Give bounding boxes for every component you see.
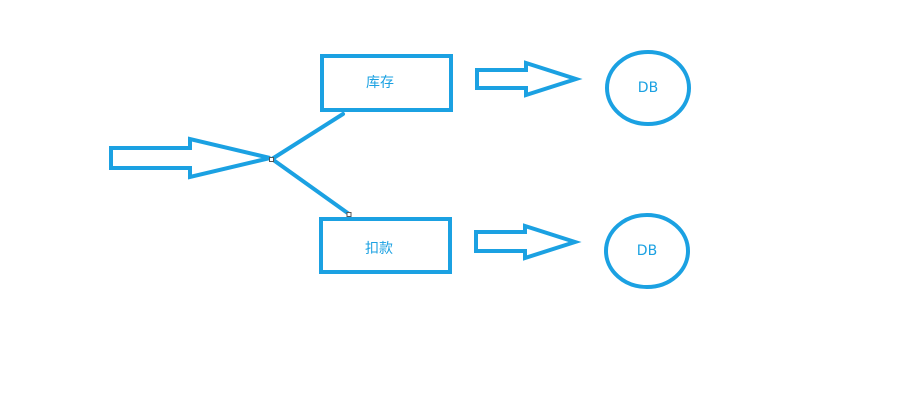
connector-to-inventory [270,112,345,161]
connector-to-payment [270,157,351,216]
connector-handle-branch [269,157,274,162]
db-bottom: DB [604,213,690,289]
inventory-to-db-arrow [475,60,583,98]
input-arrow [109,136,271,180]
payment-to-db-arrow [474,223,582,261]
db-top-label: DB [638,80,658,96]
inventory-box-label: 库存 [366,75,394,91]
payment-box-frame [319,217,452,274]
db-bottom-label: DB [637,243,657,259]
db-bottom-circle [604,213,690,289]
db-top: DB [605,50,691,126]
inventory-box: 库存 [320,54,453,112]
inventory-box-frame [320,54,453,112]
connector-handle-end [346,212,352,217]
payment-box: 扣款 [319,217,452,274]
payment-box-label: 扣款 [365,241,393,257]
db-top-circle [605,50,691,126]
